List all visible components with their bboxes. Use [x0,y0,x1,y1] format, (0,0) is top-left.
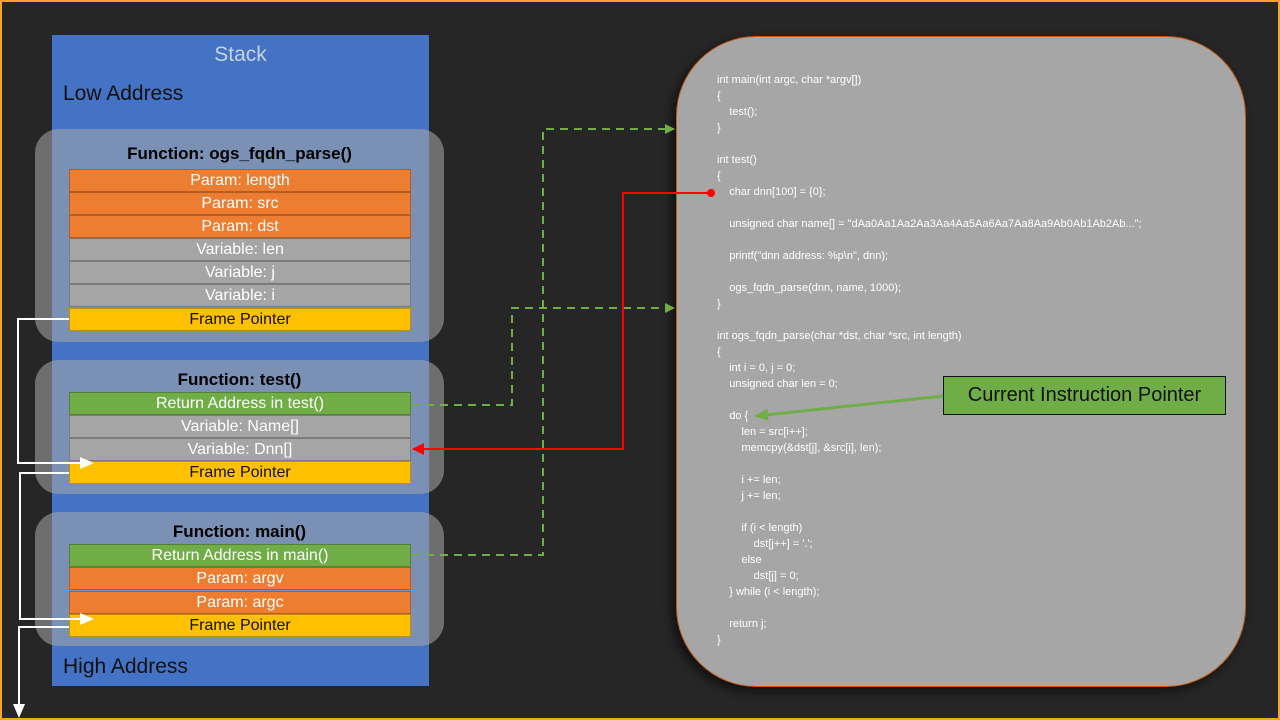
code-line: { [717,346,721,358]
instruction-pointer-arrow [754,394,944,421]
cell-param-src: Param: src [69,192,411,215]
return-arrow-main [412,124,675,556]
code-line: { [717,90,721,102]
cell-param-dst: Param: dst [69,215,411,238]
dnn-pointer-arrow [412,192,711,455]
code-line: else [717,554,762,566]
code-panel [676,36,1246,687]
cell-variable-name: Variable: Name[] [69,415,411,438]
frame-title: Function: test() [177,370,302,389]
cell-variable-len: Variable: len [69,238,411,261]
code-line: char dnn[100] = {0}; [717,186,826,198]
code-line: i += len; [717,474,781,486]
code-line: ogs_fqdn_parse(dnn, name, 1000); [717,282,902,294]
code-line: int ogs_fqdn_parse(char *dst, char *src,… [717,330,962,342]
code-line: printf("dnn address: %p\n", dnn); [717,250,889,262]
frame-title: Function: ogs_fqdn_parse() [127,144,352,163]
code-line: test(); [717,106,758,118]
return-arrow-test [412,303,675,406]
code-line: return j; [717,618,767,630]
current-instruction-pointer-callout: Current Instruction Pointer [943,376,1226,415]
code-line: } while (i < length); [717,586,820,598]
code-line: if (i < length) [717,522,803,534]
cell-param-argv: Param: argv [69,567,411,590]
stack-title: Stack [214,43,267,66]
cell-return-address-main: Return Address in main() [69,544,411,567]
code-line: int main(int argc, char *argv[]) [717,74,862,86]
code-line: int test() [717,154,757,166]
high-address-label: High Address [63,655,188,678]
cell-return-address-test: Return Address in test() [69,392,411,415]
cell-variable-dnn: Variable: Dnn[] [69,438,411,461]
code-line: } [717,298,721,310]
code-line: } [717,634,721,646]
low-address-label: Low Address [63,82,184,105]
cell-variable-j: Variable: j [69,261,411,284]
code-line: } [717,122,721,134]
code-line: do { [717,410,749,422]
code-line: j += len; [717,490,781,502]
code-line: unsigned char len = 0; [717,378,838,390]
cell-frame-pointer: Frame Pointer [69,461,411,484]
code-line: unsigned char name[] = "dAa0Aa1Aa2Aa3Aa4… [717,218,1142,230]
code-line: { [717,170,721,182]
cell-frame-pointer: Frame Pointer [69,308,411,331]
code-line: int i = 0, j = 0; [717,362,796,374]
cell-variable-i: Variable: i [69,284,411,307]
cell-frame-pointer: Frame Pointer [69,614,411,637]
frame-pointer-link-3 [13,626,69,718]
cell-param-argc: Param: argc [69,591,411,614]
code-line: dst[j] = 0; [717,570,799,582]
code-line: memcpy(&dst[j], &src[i], len); [717,442,882,454]
frame-title: Function: main() [172,522,307,541]
code-line: dst[j++] = '.'; [717,538,813,550]
frame-pointer-link-2 [19,472,94,625]
code-line: len = src[i++]; [717,426,808,438]
cell-param-length: Param: length [69,169,411,192]
frame-pointer-link-1 [17,318,94,469]
